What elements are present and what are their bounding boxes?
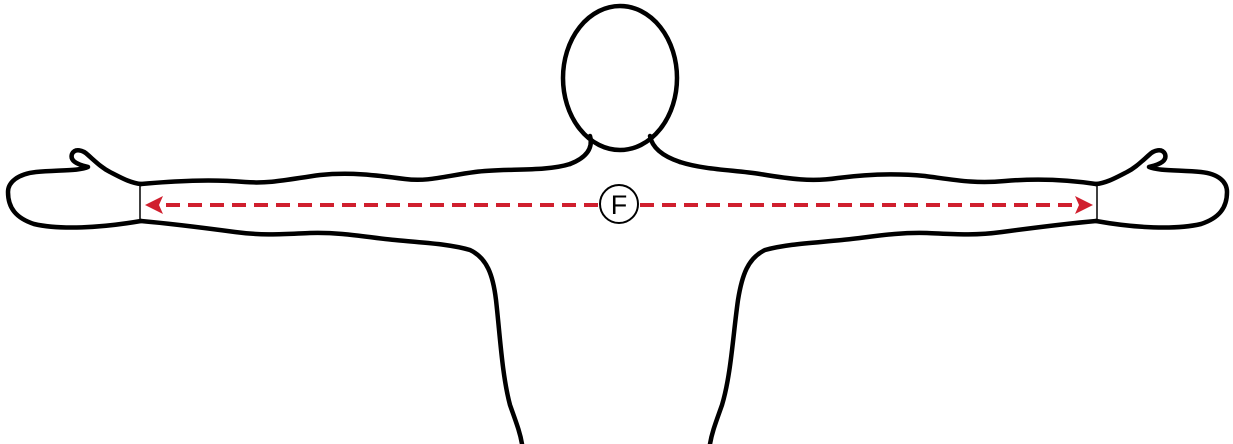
right-arm-upper-outline: [680, 162, 1096, 184]
arrowhead-right: [1075, 196, 1093, 214]
right-hand-outline: [1096, 150, 1227, 227]
measurement-label: F: [611, 190, 628, 220]
head-outline: [563, 6, 677, 150]
left-hand-outline: [8, 150, 141, 227]
left-arm-upper-outline: [141, 164, 570, 184]
right-arm-lower-outline: [710, 221, 1096, 444]
left-arm-lower-outline: [141, 221, 522, 444]
arrowhead-left: [145, 196, 163, 214]
right-neck-outline: [650, 136, 680, 162]
